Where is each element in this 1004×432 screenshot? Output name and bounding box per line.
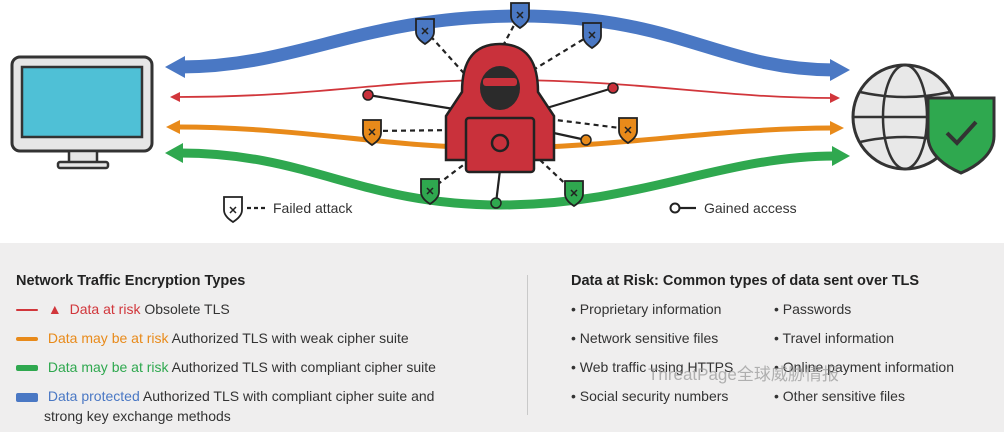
legend-desc: Authorized TLS with weak cipher suite — [171, 330, 409, 346]
blue-line-swatch — [16, 392, 38, 402]
watermark: ThreatPage全球威胁情报 — [648, 365, 839, 384]
svg-text:✕: ✕ — [515, 10, 524, 22]
failed-shields: ✕ ✕ ✕ ✕ ✕ ✕ ✕ — [362, 2, 638, 208]
legend-risk-label: Data may be at risk — [47, 359, 169, 375]
green-arrow-left — [165, 143, 183, 163]
svg-text:✕: ✕ — [587, 30, 596, 42]
monitor-icon — [10, 55, 154, 170]
list-item: • Web traffic using HTTPS — [571, 359, 734, 375]
tls-diagram: ✕ ✕ ✕ ✕ ✕ ✕ ✕ — [10, 2, 996, 224]
red-arrow-left — [170, 92, 180, 102]
panel-divider — [527, 275, 528, 415]
blue-arrow-left — [165, 56, 185, 78]
blue-arrow-right — [830, 59, 850, 81]
svg-text:✕: ✕ — [623, 125, 632, 137]
legend-risk-label: Data protected — [47, 388, 140, 404]
legend-risk-label: Data at risk — [69, 301, 141, 317]
hacker-icon — [444, 42, 556, 174]
orange-arrow-left — [166, 120, 180, 134]
svg-text:✕: ✕ — [420, 26, 429, 38]
warning-icon: ▲ — [47, 301, 62, 317]
legend-desc: Authorized TLS with compliant cipher sui… — [171, 359, 436, 375]
legend-risk-label: Data may be at risk — [47, 330, 169, 346]
legend-title: Network Traffic Encryption Types — [16, 273, 246, 289]
red-line-swatch — [16, 309, 38, 312]
info-panel: Network Traffic Encryption Types ▲ Data … — [0, 243, 1004, 432]
failed-attack-label: Failed attack — [273, 200, 353, 216]
legend-desc: Obsolete TLS — [144, 301, 230, 317]
green-line-swatch — [16, 365, 38, 372]
legend-desc: Authorized TLS with compliant cipher sui… — [142, 388, 435, 404]
list-item: • Network sensitive files — [571, 330, 719, 346]
diagram-canvas: ✕ ✕ ✕ ✕ ✕ ✕ ✕ — [10, 2, 996, 224]
gained-access-label: Gained access — [704, 200, 797, 216]
gained-access-key — [669, 202, 696, 214]
list-item: • Other sensitive files — [774, 388, 905, 404]
legend-item-weak-cipher: Data may be at risk Authorized TLS with … — [16, 328, 409, 348]
green-arrow-right — [832, 146, 850, 166]
orange-arrow-right — [830, 121, 844, 135]
svg-text:✕: ✕ — [425, 186, 434, 198]
list-item: • Travel information — [774, 330, 895, 346]
gained-access-dots — [362, 82, 619, 209]
orange-line-swatch — [16, 337, 38, 342]
svg-text:✕: ✕ — [367, 127, 376, 139]
red-arrow-right — [830, 93, 840, 103]
list-item: • Online payment information — [774, 359, 954, 375]
list-item: • Proprietary information — [571, 301, 722, 317]
failed-attack-key: ✕ — [223, 196, 268, 224]
legend-desc-line2: strong key exchange methods — [44, 408, 231, 424]
data-at-risk-title: Data at Risk: Common types of data sent … — [571, 273, 919, 289]
legend-item-protected: Data protected Authorized TLS with compl… — [16, 386, 434, 426]
svg-text:✕: ✕ — [228, 205, 237, 217]
legend-item-compliant-cipher: Data may be at risk Authorized TLS with … — [16, 357, 436, 377]
legend-item-obsolete: ▲ Data at risk Obsolete TLS — [16, 299, 230, 319]
data-at-risk-title-rest: Common types of data sent over TLS — [662, 273, 920, 289]
list-item: • Passwords — [774, 301, 852, 317]
shield-check-icon — [926, 96, 996, 175]
svg-text:✕: ✕ — [569, 188, 578, 200]
list-item: • Social security numbers — [571, 388, 729, 404]
data-at-risk-title-bold: Data at Risk: — [571, 273, 659, 289]
